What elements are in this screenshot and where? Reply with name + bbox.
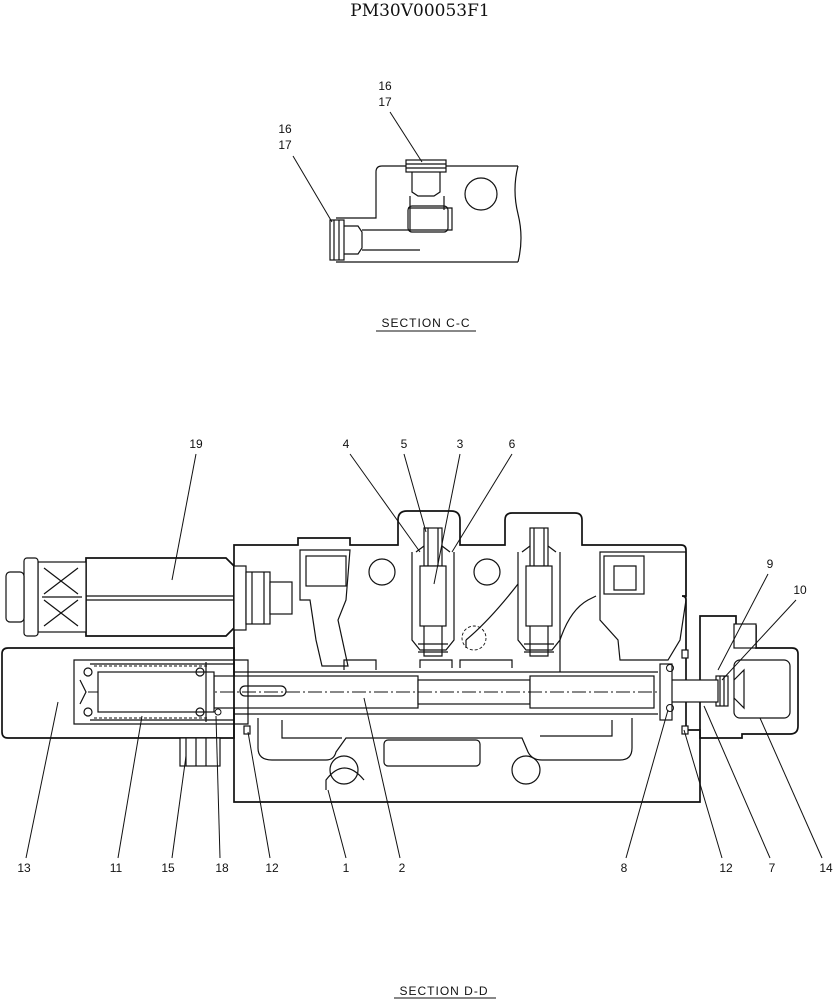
callout-19: 19 [189,437,203,451]
callout-11: 11 [110,861,123,875]
callout-2: 2 [399,861,406,875]
callout-14: 14 [819,861,833,875]
section-dd-title: SECTION D-D [400,984,489,998]
callout-17-top-plug: 17 [378,95,392,109]
callout-6: 6 [509,437,516,451]
callout-16-side-plug: 16 [278,122,292,136]
section-cc-view: 16 17 16 17 SECTION C-C [278,79,522,332]
callout-12-right: 12 [719,861,733,875]
callout-12-left: 12 [265,861,279,875]
section-cc-title: SECTION C-C [382,316,471,330]
callout-15: 15 [161,861,175,875]
callout-17-side-plug: 17 [278,138,292,152]
callout-4: 4 [343,437,350,451]
drawing-id: PM30V00053F1 [350,1,489,21]
callout-16-top-plug: 16 [378,79,392,93]
callout-18: 18 [215,861,229,875]
callout-10: 10 [793,583,807,597]
callout-1: 1 [343,861,350,875]
callout-5: 5 [401,437,408,451]
callout-8: 8 [621,861,628,875]
callout-3: 3 [457,437,464,451]
section-dd-view: 19 4 5 3 6 9 10 13 11 15 18 12 1 2 8 12 … [1,437,833,999]
callout-13: 13 [17,861,31,875]
callout-9: 9 [767,557,774,571]
callout-7: 7 [769,861,776,875]
